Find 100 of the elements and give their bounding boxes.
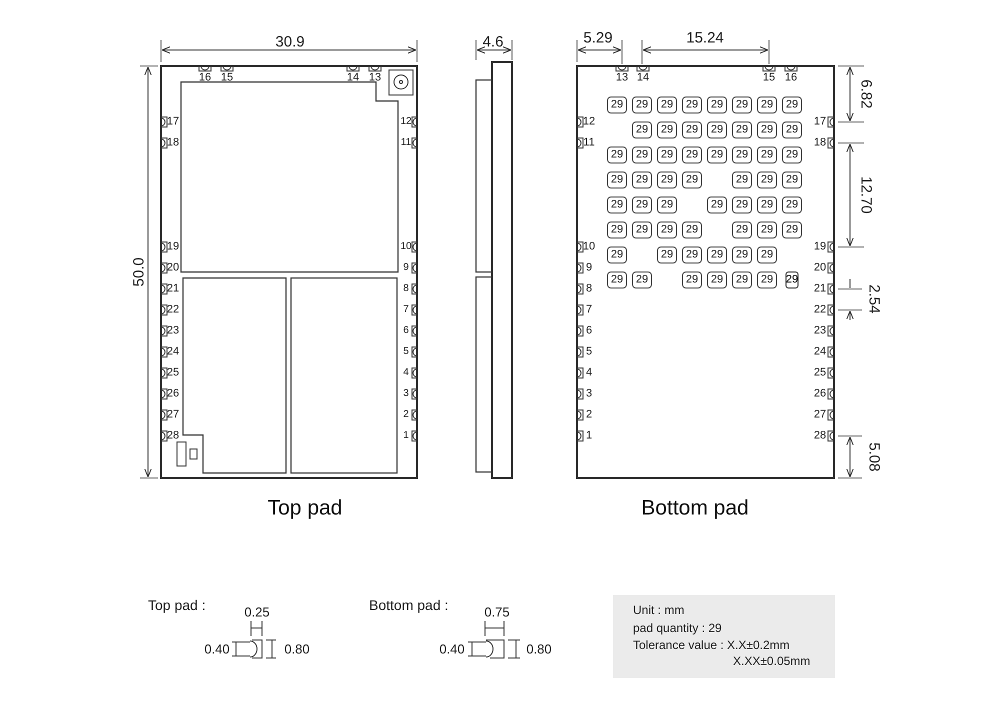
pad: 29 (782, 96, 802, 114)
dimension-value: 5.29 (583, 30, 613, 46)
dimension-value: 50.0 (132, 257, 146, 287)
pad: 29 (757, 96, 777, 114)
info-text: Tolerance value : X.X±0.2mm (633, 639, 790, 651)
pin-number: 22 (814, 304, 826, 316)
pin-number: 2 (586, 410, 592, 420)
pad: 29 (707, 96, 727, 114)
pad: 29 (707, 196, 727, 214)
pad: 29 (707, 122, 727, 138)
pin-number: 7 (586, 304, 592, 316)
pad: 29 (657, 96, 677, 114)
dimension-value: 0.80 (284, 642, 310, 656)
pad: 29 (632, 146, 652, 164)
pad: 29 (732, 196, 752, 214)
pin-number: 28 (166, 430, 180, 442)
pin-number: 8 (586, 284, 592, 294)
pin-number: 8 (403, 284, 409, 294)
pin-number: 27 (814, 410, 826, 420)
pin-number: 15 (220, 72, 234, 84)
pin-number: 2 (403, 410, 409, 420)
pad: 29 (757, 146, 777, 164)
pad: 29 (607, 196, 627, 214)
pin-number: 1 (403, 431, 409, 441)
small-pad: 29 (786, 272, 798, 288)
pin-number: 20 (166, 262, 180, 274)
info-text: pad quantity : 29 (633, 622, 722, 634)
pin-number: 11 (583, 138, 595, 148)
pad: 29 (632, 172, 652, 188)
pin-number: 4 (586, 368, 592, 378)
pin-number: 28 (814, 430, 826, 442)
pin-number: 23 (814, 326, 826, 336)
pin-number: 24 (166, 346, 180, 358)
pad: 29 (632, 272, 652, 288)
pad: 29 (607, 146, 627, 164)
pin-number: 5 (403, 347, 409, 357)
view-caption: Top pad (268, 498, 342, 518)
pin-number: 18 (166, 138, 180, 148)
view-caption: Bottom pad (641, 498, 749, 518)
pin-number: 1 (586, 430, 592, 442)
pad: 29 (757, 172, 777, 188)
pin-number: 4 (403, 368, 409, 378)
pin-number: 15 (762, 72, 776, 84)
pad: 29 (707, 272, 727, 288)
pad: 29 (782, 122, 802, 138)
info-text: X.XX±0.05mm (733, 655, 810, 667)
dimension-value: 0.40 (204, 642, 230, 656)
pad: 29 (732, 96, 752, 114)
legend-heading: Bottom pad : (369, 598, 448, 612)
pin-number: 10 (400, 242, 412, 252)
pad: 29 (632, 96, 652, 114)
pad: 29 (732, 172, 752, 188)
pin-number: 25 (814, 368, 826, 378)
pad: 29 (707, 146, 727, 164)
pin-number: 16 (198, 72, 212, 84)
pad: 29 (782, 172, 802, 188)
pad: 29 (682, 272, 702, 288)
pad: 29 (607, 272, 627, 288)
dimension-value: 30.9 (275, 34, 305, 50)
pad: 29 (782, 196, 802, 214)
pin-number: 3 (586, 388, 592, 400)
pin-number: 14 (346, 72, 360, 84)
pad: 29 (732, 272, 752, 288)
pin-number: 10 (582, 242, 596, 252)
info-text: Unit : mm (633, 604, 684, 616)
pin-number: 3 (403, 389, 409, 399)
pin-number: 19 (814, 242, 826, 252)
pin-number: 17 (814, 116, 826, 128)
dimension-value: 2.54 (866, 284, 882, 314)
pad: 29 (682, 122, 702, 138)
pin-number: 5 (586, 346, 592, 358)
pin-number: 11 (400, 138, 412, 148)
pin-number: 21 (814, 284, 826, 294)
pad: 29 (732, 146, 752, 164)
pad: 29 (607, 96, 627, 114)
pad: 29 (757, 222, 777, 238)
dimension-value: 6.82 (858, 79, 874, 109)
pad: 29 (782, 146, 802, 164)
pin-number: 12 (400, 117, 412, 127)
dimension-value: 5.08 (866, 442, 882, 472)
dimension-value: 15.24 (686, 30, 724, 46)
pin-number: 24 (814, 346, 826, 358)
pad: 29 (682, 246, 702, 264)
legend-heading: Top pad : (148, 598, 206, 612)
pin-number: 21 (166, 284, 180, 294)
pin-number: 27 (166, 410, 180, 420)
pin-number: 26 (814, 388, 826, 400)
pad: 29 (732, 246, 752, 264)
pin-number: 7 (403, 305, 409, 315)
dimension-value: 0.25 (244, 606, 270, 618)
pad: 29 (657, 122, 677, 138)
pad: 29 (607, 222, 627, 238)
pad: 29 (682, 96, 702, 114)
pad: 29 (732, 222, 752, 238)
pad: 29 (707, 246, 727, 264)
pad: 29 (607, 246, 627, 264)
pin-number: 26 (166, 388, 180, 400)
pad: 29 (632, 122, 652, 138)
pad: 29 (632, 196, 652, 214)
pin-number: 12 (582, 116, 596, 128)
